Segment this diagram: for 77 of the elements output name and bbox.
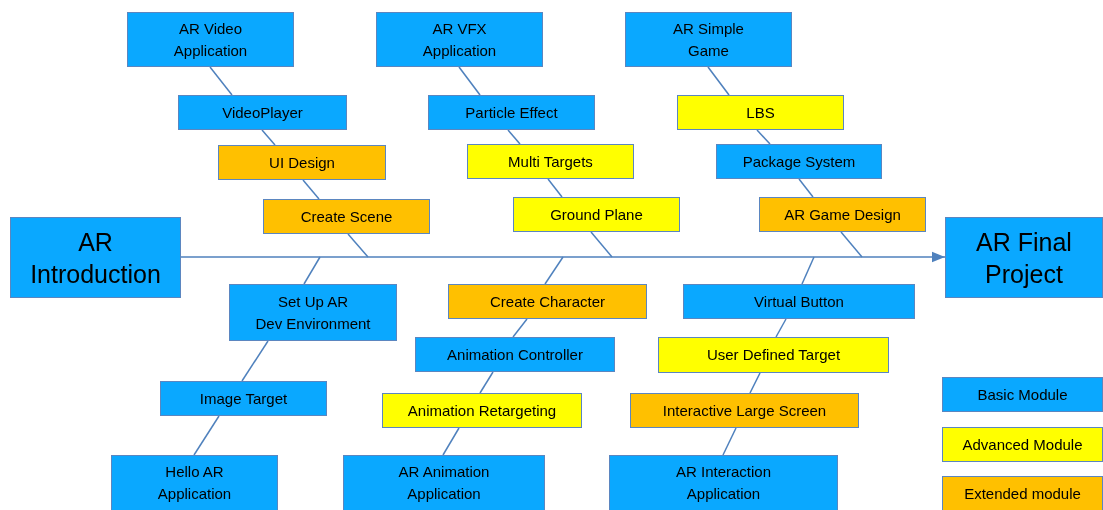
module-box (218, 145, 386, 180)
module-label: AR Final Project (975, 226, 1073, 290)
branch-line (193, 415, 220, 456)
branch-line (347, 233, 369, 258)
module-label: AR Video Application (172, 18, 249, 61)
module-box (683, 284, 915, 319)
module-box (10, 217, 181, 298)
module-box (513, 197, 680, 232)
module-box (609, 455, 838, 510)
arrow (180, 251, 946, 263)
module-box (160, 381, 327, 416)
module-label: Set Up AR Dev Environment (254, 291, 372, 334)
module-box (630, 393, 859, 428)
branch-line (442, 427, 460, 456)
module-label: Ground Plane (550, 204, 643, 225)
branch-line (458, 66, 481, 96)
module-label: Multi Targets (508, 151, 593, 172)
module-label: Create Character (489, 291, 606, 312)
legend-label: Basic Module (977, 384, 1068, 405)
branch-line (801, 256, 815, 285)
module-label: Animation Retargeting (407, 400, 557, 421)
module-box (178, 95, 347, 130)
module-box (658, 337, 889, 373)
branch-line (303, 256, 321, 285)
branch-line (547, 178, 563, 198)
branch-line (209, 66, 233, 96)
branch-line (261, 129, 276, 146)
module-box (382, 393, 582, 428)
branch-line (302, 179, 320, 200)
module-box (677, 95, 844, 130)
module-box (376, 12, 543, 67)
module-box (415, 337, 615, 372)
branch-line (722, 427, 737, 456)
module-box (343, 455, 545, 510)
branch-line (756, 129, 771, 145)
module-label: AR Introduction (29, 226, 162, 290)
module-box (448, 284, 647, 319)
module-label: AR Interaction Application (674, 462, 772, 504)
module-label: Interactive Large Screen (662, 400, 827, 421)
module-label: VideoPlayer (222, 102, 303, 123)
module-label: AR Simple Game (672, 18, 745, 61)
module-box (263, 199, 430, 234)
module-label: Animation Controller (447, 344, 583, 365)
module-label: Package System (742, 151, 856, 172)
module-label: AR Game Design (784, 204, 901, 225)
branch-line (775, 318, 787, 338)
module-box (428, 95, 595, 130)
module-box (945, 217, 1103, 298)
branch-line (507, 129, 521, 145)
branch-line (749, 372, 761, 394)
module-box (625, 12, 792, 67)
module-label: LBS (746, 102, 775, 123)
module-box (111, 455, 278, 510)
branch-line (798, 178, 814, 198)
branch-line (840, 231, 863, 258)
module-label: AR Animation Application (397, 462, 491, 504)
branch-line (544, 256, 564, 285)
module-box (229, 284, 397, 341)
module-label: Hello AR Application (156, 462, 233, 504)
module-label: Create Scene (300, 206, 393, 227)
branch-line (512, 318, 528, 338)
module-label: Particle Effect (465, 102, 558, 123)
module-box (759, 197, 926, 232)
module-label: Virtual Button (754, 291, 844, 312)
branch-line (707, 66, 730, 96)
legend-label: Advanced Module (962, 434, 1083, 455)
branch-line (241, 340, 269, 382)
branch-line (590, 231, 613, 258)
module-label: UI Design (269, 152, 335, 173)
module-box (127, 12, 294, 67)
module-box (467, 144, 634, 179)
legend-label: Extended module (964, 483, 1081, 504)
branch-line (479, 371, 494, 394)
module-label: Image Target (199, 388, 288, 409)
module-label: AR VFX Application (421, 18, 498, 61)
module-box (716, 144, 882, 179)
module-label: User Defined Target (706, 345, 841, 365)
